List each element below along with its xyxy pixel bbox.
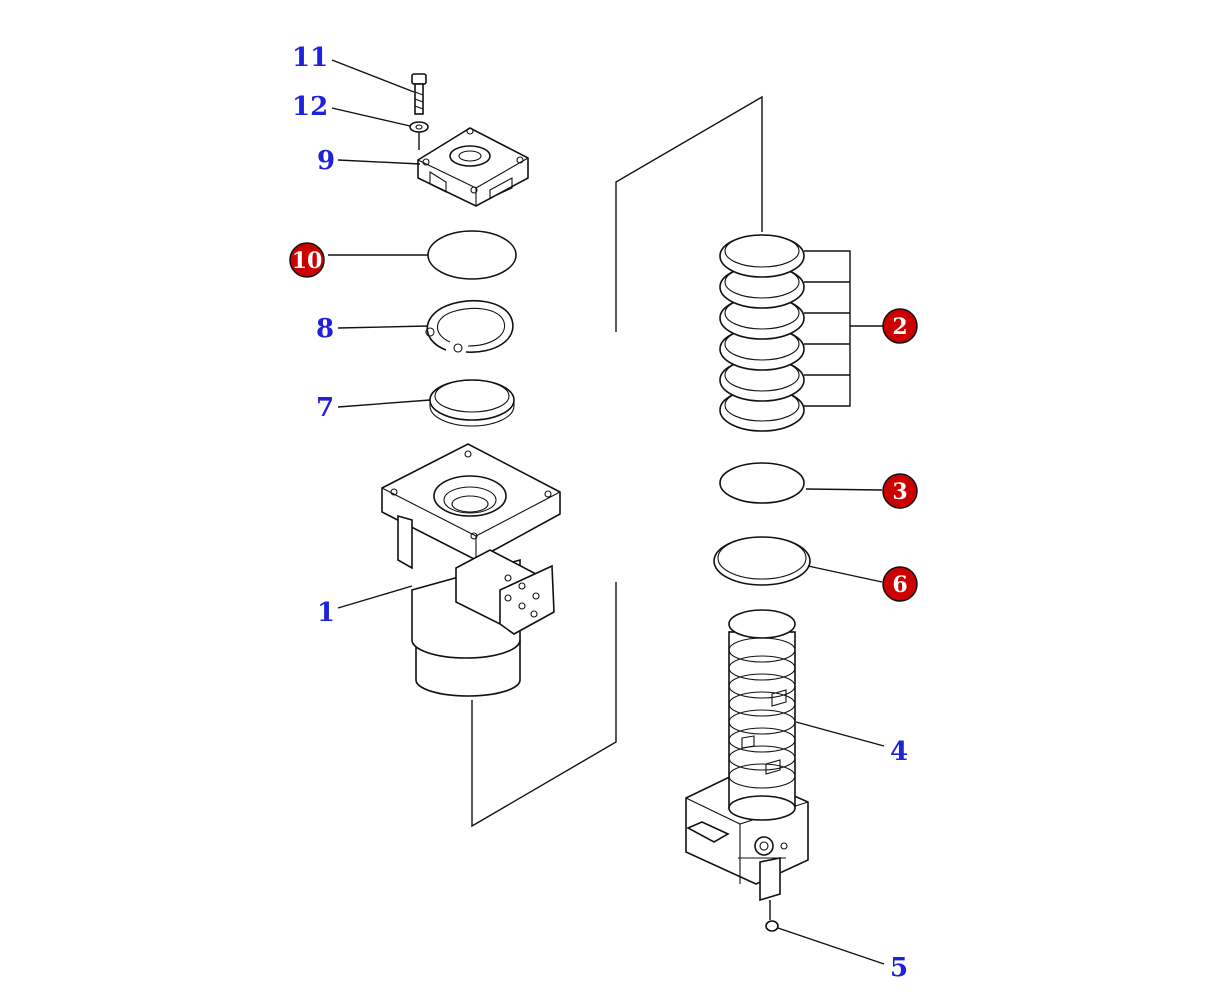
part-8-snap-ring xyxy=(425,300,514,353)
part-3-o-ring xyxy=(719,462,805,504)
callout-10-label: 10 xyxy=(292,248,323,274)
callout-3-label: 3 xyxy=(892,479,907,505)
callout-12: 12 xyxy=(292,92,328,122)
part-6-seal-ring xyxy=(713,536,811,586)
part-2-ring-stack xyxy=(719,234,805,432)
part-4-swivel-shaft xyxy=(685,609,809,902)
callout-9: 9 xyxy=(317,146,335,176)
callout-10-badge-circle xyxy=(289,242,325,278)
callout-5: 5 xyxy=(890,953,908,983)
callout-8-label: 8 xyxy=(316,314,334,344)
leader-lines xyxy=(328,59,885,965)
part-12-washer xyxy=(409,121,429,150)
callout-3-badge-circle xyxy=(882,473,918,509)
callout-12-label: 12 xyxy=(292,92,328,122)
part-10-o-ring xyxy=(427,230,517,280)
callout-4-label: 4 xyxy=(890,737,908,767)
callout-8: 8 xyxy=(316,314,334,344)
part-1-housing xyxy=(381,443,561,697)
assembly-guide-lines xyxy=(471,95,763,828)
callout-11: 11 xyxy=(292,43,328,73)
callout-3-badge: 3 xyxy=(882,473,918,509)
callout-2-label: 2 xyxy=(892,314,907,340)
callout-6-label: 6 xyxy=(892,572,907,598)
part-11-bolt xyxy=(411,73,427,115)
part-7-seal xyxy=(429,379,515,427)
callout-7-label: 7 xyxy=(316,393,334,423)
part-9-cover xyxy=(417,127,529,207)
callout-11-label: 11 xyxy=(292,43,328,73)
callout-10-badge: 10 xyxy=(289,242,325,278)
callout-7: 7 xyxy=(316,393,334,423)
callout-2-badge-circle xyxy=(882,308,918,344)
callout-4: 4 xyxy=(890,737,908,767)
callout-1-label: 1 xyxy=(317,598,335,628)
callout-2-badge: 2 xyxy=(882,308,918,344)
callout-5-label: 5 xyxy=(890,953,908,983)
callout-1: 1 xyxy=(317,598,335,628)
callout-9-label: 9 xyxy=(317,146,335,176)
callout-6-badge: 6 xyxy=(882,566,918,602)
callout-6-badge-circle xyxy=(882,566,918,602)
part-5-plug xyxy=(765,900,779,932)
